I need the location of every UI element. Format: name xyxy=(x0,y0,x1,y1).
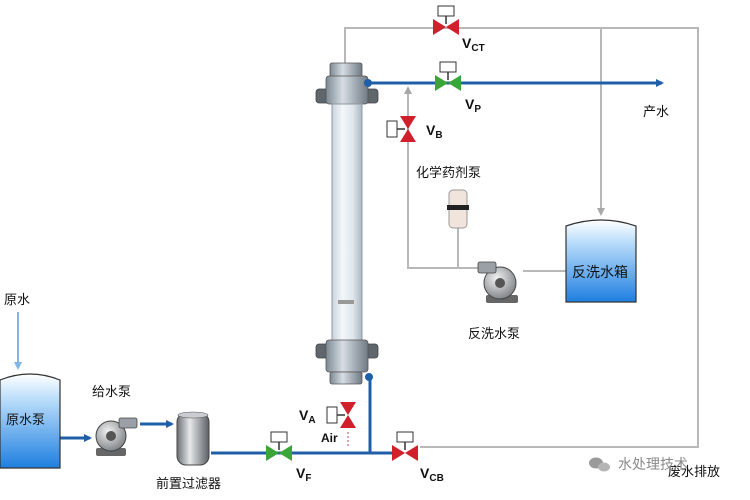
label-vb: VB xyxy=(426,122,443,141)
label-vf: VF xyxy=(296,465,311,484)
valve-vp[interactable] xyxy=(435,61,461,91)
label-chemical-pump: 化学药剂泵 xyxy=(416,165,481,181)
label-vcb: VCB xyxy=(420,465,444,484)
valve-va[interactable] xyxy=(326,402,356,428)
label-backwash-tank: 反洗水箱 xyxy=(572,265,628,281)
backwash-pump xyxy=(477,261,518,303)
label-feed-pump: 给水泵 xyxy=(92,385,131,400)
chemical-dosing-pump xyxy=(447,189,469,229)
wechat-icon xyxy=(589,457,610,472)
label-air: Air xyxy=(321,431,338,445)
label-va: VA xyxy=(299,407,316,426)
valve-vct[interactable] xyxy=(433,5,459,35)
label-vp: VP xyxy=(465,96,481,115)
valve-vcb[interactable] xyxy=(392,431,418,461)
prefilter xyxy=(176,411,210,466)
label-prefilter: 前置过滤器 xyxy=(156,476,221,492)
label-product-water: 产水 xyxy=(643,105,669,120)
product-outlet-port xyxy=(364,79,372,87)
valve-vf[interactable] xyxy=(266,431,292,461)
main-water-lines xyxy=(60,79,664,455)
valve-vb[interactable] xyxy=(386,116,416,142)
feed-line xyxy=(211,378,372,455)
uf-membrane-column xyxy=(315,62,379,385)
feed-pump xyxy=(95,417,138,456)
feed-inlet-port xyxy=(365,373,373,381)
watermark: 水处理技术 xyxy=(589,457,688,473)
label-raw-water-tank: 原水泵 xyxy=(6,413,45,428)
backwash-tank xyxy=(565,219,637,303)
concentrate-lines xyxy=(344,27,699,448)
raw-water-tank xyxy=(0,373,61,469)
watermark-text: 水处理技术 xyxy=(618,457,688,473)
label-vct: VCT xyxy=(462,35,485,54)
label-raw-water: 原水 xyxy=(4,293,30,308)
label-drain: 废水排放 xyxy=(668,464,720,480)
label-backwash-pump: 反洗水泵 xyxy=(468,327,520,342)
backwash-up-line xyxy=(404,86,478,269)
concentrate-return-line xyxy=(344,27,699,448)
